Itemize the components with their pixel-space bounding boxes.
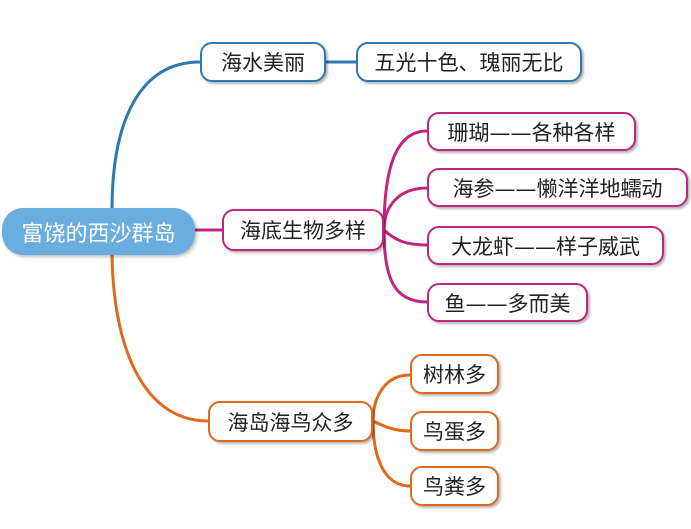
connector-sealife-to-lobster — [382, 228, 428, 247]
branch-node-marine-life: 海底生物多样 — [222, 209, 384, 251]
connector-sealife-to-coral — [382, 129, 428, 231]
branch-node-sea-beauty: 海水美丽 — [200, 42, 326, 82]
connector-root-to-sea — [110, 60, 201, 211]
leaf-node-sea-cucumber: 海参——懒洋洋地蠕动 — [427, 168, 688, 207]
connector-island-to-trees — [371, 373, 411, 422]
connector-sealife-to-seacucumber — [382, 186, 428, 231]
connector-island-to-eggs — [372, 419, 411, 433]
branch-node-island-birds: 海岛海鸟众多 — [208, 401, 373, 442]
root-node: 富饶的西沙群岛 — [2, 208, 195, 255]
leaf-node-colorful: 五光十色、瑰丽无比 — [356, 42, 582, 82]
leaf-node-trees: 树林多 — [410, 354, 499, 394]
leaf-node-bird-droppings: 鸟粪多 — [410, 466, 499, 506]
leaf-node-coral: 珊瑚——各种各样 — [427, 112, 636, 151]
connector-sealife-to-fish — [382, 229, 428, 304]
connector-root-to-island — [110, 249, 209, 423]
leaf-node-bird-eggs: 鸟蛋多 — [410, 411, 499, 451]
leaf-node-lobster: 大龙虾——样子威武 — [427, 226, 664, 265]
connector-island-to-droppings — [371, 420, 411, 488]
leaf-node-fish: 鱼——多而美 — [427, 283, 588, 322]
